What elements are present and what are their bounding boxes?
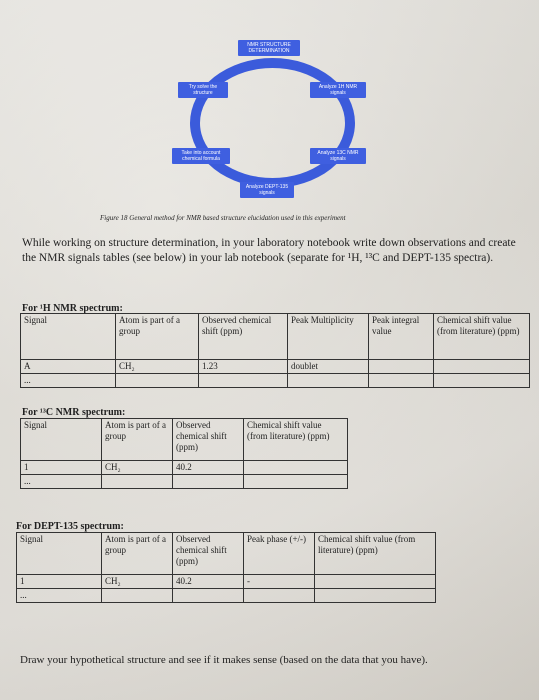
node-analyze-1h: Analyze 1H NMR signals <box>310 82 366 98</box>
node-solve-structure: Try solve the structure <box>178 82 228 98</box>
cell <box>243 588 315 603</box>
closing-instruction: Draw your hypothetical structure and see… <box>20 654 428 666</box>
cell <box>433 373 530 388</box>
cell <box>198 373 288 388</box>
cell: CH₂ <box>101 574 173 589</box>
cell: 1 <box>20 460 102 475</box>
cell: 40.2 <box>172 460 244 475</box>
cell <box>314 574 436 589</box>
cell <box>287 373 369 388</box>
node-analyze-13c: Analyze 13C NMR signals <box>310 148 366 164</box>
cell: ... <box>16 588 102 603</box>
cell <box>101 474 173 489</box>
node-structure-determination: NMR STRUCTURE DETERMINATION <box>238 40 300 56</box>
c-nmr-table: Signal Atom is part of a group Observed … <box>20 418 348 489</box>
header-cell: Peak phase (+/-) <box>243 532 315 575</box>
cell: ... <box>20 474 102 489</box>
table-row: ... <box>16 588 436 603</box>
header-cell: Chemical shift value (from literature) (… <box>243 418 348 461</box>
table-header-row: Signal Atom is part of a group Observed … <box>20 313 530 360</box>
header-cell: Signal <box>20 418 102 461</box>
cell <box>115 373 199 388</box>
header-cell: Observed chemical shift (ppm) <box>172 418 244 461</box>
c-nmr-title: For ¹³C NMR spectrum: <box>22 407 126 418</box>
figure-caption: Figure 18 General method for NMR based s… <box>100 214 346 222</box>
cell <box>243 460 348 475</box>
cell <box>172 474 244 489</box>
cell <box>172 588 244 603</box>
header-cell: Atom is part of a group <box>101 418 173 461</box>
table-row: A CH₂ 1.23 doublet <box>20 359 530 374</box>
cell: ... <box>20 373 116 388</box>
nmr-method-diagram: NMR STRUCTURE DETERMINATION Analyze 1H N… <box>150 40 400 210</box>
cell <box>368 359 434 374</box>
cell: CH₂ <box>115 359 199 374</box>
node-analyze-dept: Analyze DEPT-135 signals <box>240 182 294 198</box>
cycle-ring <box>190 58 355 188</box>
node-chemical-formula: Take into account chemical formula <box>172 148 230 164</box>
header-cell: Signal <box>16 532 102 575</box>
dept-title: For DEPT-135 spectrum: <box>16 521 124 532</box>
cell: A <box>20 359 116 374</box>
header-cell: Peak integral value <box>368 313 434 360</box>
table-header-row: Signal Atom is part of a group Observed … <box>16 532 436 575</box>
cell <box>243 474 348 489</box>
header-cell: Atom is part of a group <box>101 532 173 575</box>
table-row: 1 CH₂ 40.2 <box>20 460 348 475</box>
cell <box>314 588 436 603</box>
header-cell: Observed chemical shift (ppm) <box>198 313 288 360</box>
cell: 1.23 <box>198 359 288 374</box>
header-cell: Observed chemical shift (ppm) <box>172 532 244 575</box>
table-row: ... <box>20 373 530 388</box>
table-header-row: Signal Atom is part of a group Observed … <box>20 418 348 461</box>
cell: doublet <box>287 359 369 374</box>
h-nmr-table: Signal Atom is part of a group Observed … <box>20 313 530 388</box>
cell <box>368 373 434 388</box>
h-nmr-title: For ¹H NMR spectrum: <box>22 303 123 314</box>
dept-table: Signal Atom is part of a group Observed … <box>16 532 436 603</box>
cell <box>433 359 530 374</box>
cell: 40.2 <box>172 574 244 589</box>
cell <box>101 588 173 603</box>
header-cell: Chemical shift value (from literature) (… <box>433 313 530 360</box>
header-cell: Atom is part of a group <box>115 313 199 360</box>
table-row: 1 CH₂ 40.2 - <box>16 574 436 589</box>
header-cell: Peak Multiplicity <box>287 313 369 360</box>
cell: 1 <box>16 574 102 589</box>
cell: CH₂ <box>101 460 173 475</box>
table-row: ... <box>20 474 348 489</box>
header-cell: Signal <box>20 313 116 360</box>
header-cell: Chemical shift value (from literature) (… <box>314 532 436 575</box>
cell: - <box>243 574 315 589</box>
intro-paragraph: While working on structure determination… <box>22 237 516 264</box>
